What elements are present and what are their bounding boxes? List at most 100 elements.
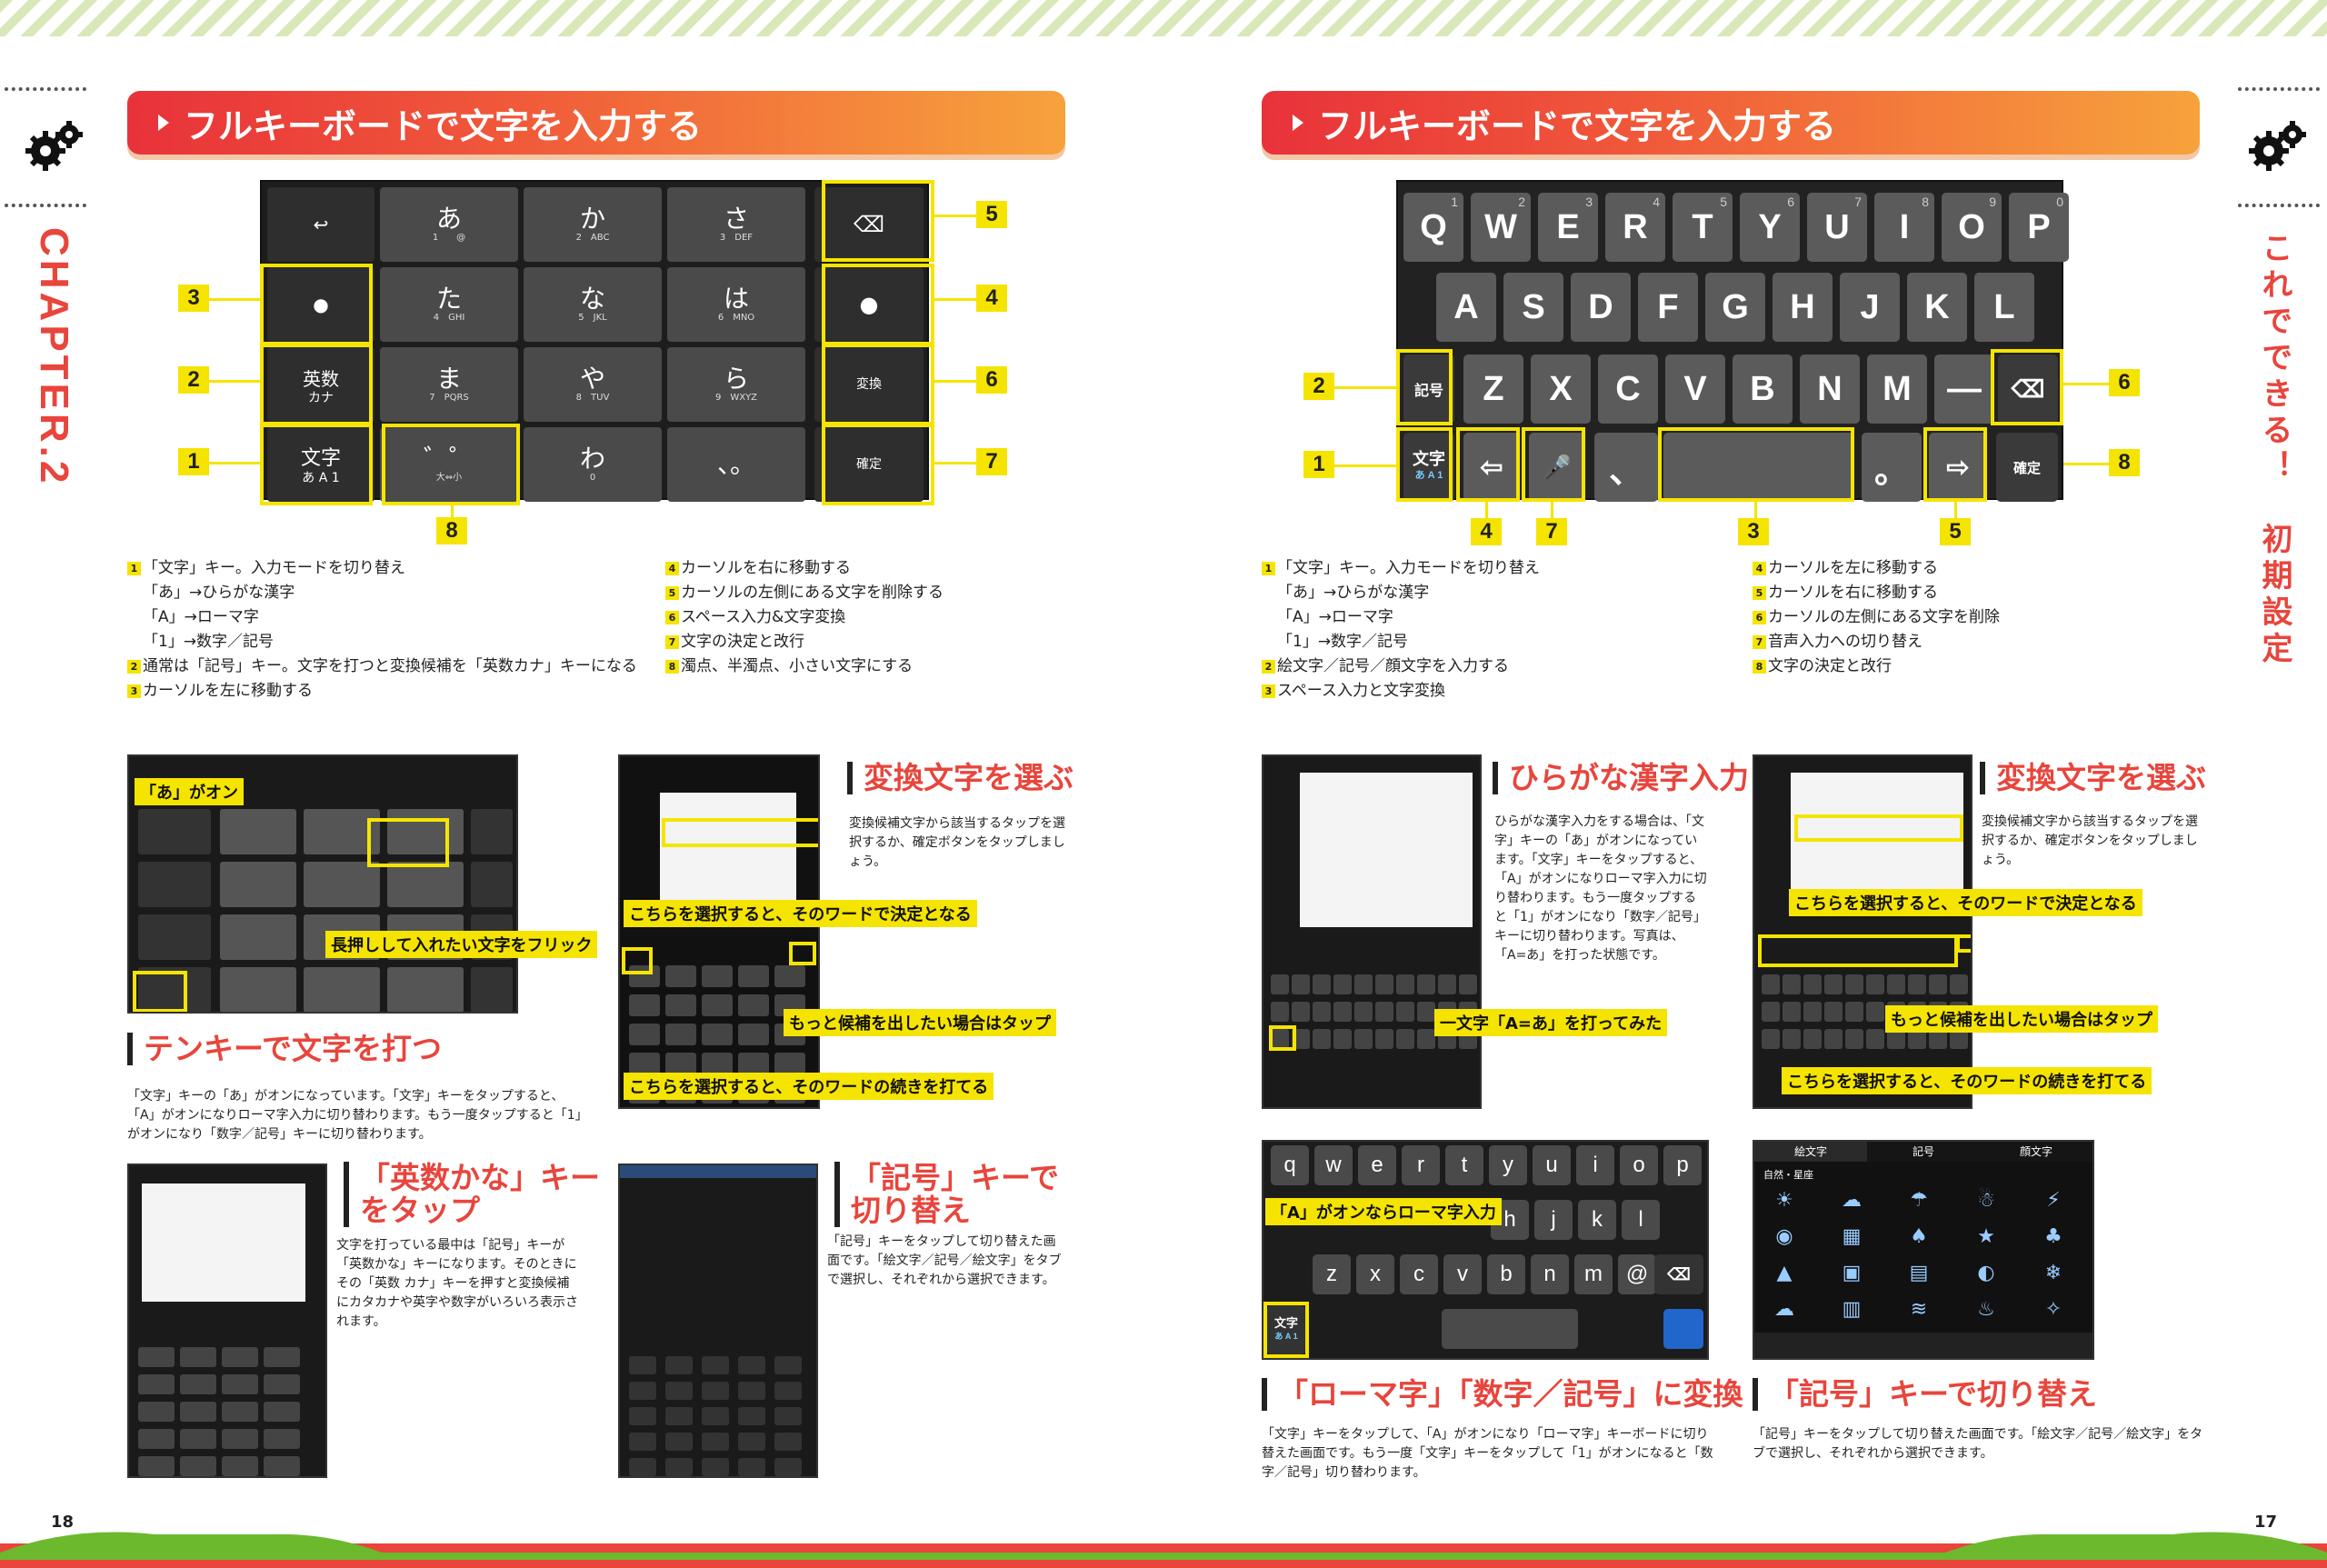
kigou-key[interactable]: 記号 xyxy=(1403,355,1454,424)
callout-number: 2 xyxy=(1303,373,1334,400)
tenkey-key[interactable]: 、。 xyxy=(667,427,805,502)
section-text: 文字を打っている最中は「記号」キーが「英数かな」キーになります。そのときにその「… xyxy=(336,1238,578,1329)
keyboard-key xyxy=(138,914,211,960)
tenkey-key[interactable]: ⌫ xyxy=(814,187,924,262)
tenkey-key[interactable]: 英数カナ xyxy=(267,347,375,422)
keyboard-key xyxy=(1438,974,1456,994)
keyboard-key xyxy=(774,1356,802,1374)
tenkey-key[interactable]: 文字あ A 1 xyxy=(267,427,375,502)
moji-key[interactable]: 文字あ A 1 xyxy=(1403,433,1454,502)
legend-item: 「1」→数字／記号 xyxy=(127,630,654,654)
qwerty-key[interactable]: M xyxy=(1867,355,1927,424)
connector-line xyxy=(1334,386,1396,389)
chapter-label: CHAPTER.2 xyxy=(32,227,76,487)
qwerty-key: v xyxy=(1443,1254,1482,1294)
space-key[interactable] xyxy=(1663,433,1854,502)
keyboard-key xyxy=(1354,974,1373,994)
qwerty-key[interactable]: F xyxy=(1638,273,1698,342)
screenshot-emoji: 絵文字記号顔文字自然・星座☀☁☂☃⚡◉▦♠★♣▲▣▤◐❄☁▥≋♨✧ xyxy=(1753,1140,2094,1360)
period-key[interactable]: 。 xyxy=(1862,433,1922,502)
key-label: 変換 xyxy=(856,377,882,392)
qwerty-key[interactable]: C xyxy=(1598,355,1658,424)
qwerty-key[interactable]: A xyxy=(1436,273,1496,342)
qwerty-key[interactable]: J xyxy=(1840,273,1900,342)
enter-key xyxy=(1663,1309,1703,1349)
keyboard-key xyxy=(774,1458,802,1476)
qwerty-key[interactable]: G xyxy=(1705,273,1765,342)
tenkey-key[interactable]: ↩ xyxy=(267,187,375,262)
key-sublabel: 5 JKL xyxy=(578,313,607,323)
qwerty-key[interactable]: S xyxy=(1503,273,1563,342)
gear-icon xyxy=(20,116,85,178)
mic-icon[interactable]: 🎤 xyxy=(1529,433,1585,502)
qwerty-key[interactable]: — xyxy=(1934,355,1994,424)
left-arrow-key[interactable]: ⇦ xyxy=(1463,433,1520,502)
qwerty-key: m xyxy=(1574,1254,1613,1294)
qwerty-key[interactable]: H xyxy=(1773,273,1833,342)
keyboard-key xyxy=(629,1433,656,1451)
qwerty-key[interactable]: D xyxy=(1571,273,1631,342)
qwerty-key[interactable]: Z xyxy=(1463,355,1523,424)
qwerty-key[interactable]: N xyxy=(1800,355,1860,424)
connector-line xyxy=(1954,502,1957,518)
keyboard-key xyxy=(138,1456,175,1476)
keyboard-key xyxy=(629,965,660,987)
right-arrow-key[interactable]: ⇨ xyxy=(1929,433,1987,502)
legend-text: 「文字」キー。入力モードを切り替え xyxy=(1277,559,1540,577)
screenshot-kigou xyxy=(618,1164,818,1478)
tenkey-key[interactable]: ゛゜大⇔小 xyxy=(380,427,518,502)
tenkey-key[interactable]: 変換 xyxy=(814,347,924,422)
key-number: 7 xyxy=(1854,195,1862,209)
keyboard-key xyxy=(1333,1002,1352,1022)
key-number: 3 xyxy=(1585,195,1593,209)
qwerty-key[interactable]: K xyxy=(1907,273,1967,342)
keyboard-key xyxy=(1950,1029,1968,1049)
number-badge: 8 xyxy=(665,660,679,674)
keyboard-key xyxy=(702,1356,729,1374)
tenkey-key[interactable]: ● xyxy=(267,267,375,342)
keyboard-key xyxy=(1292,1002,1310,1022)
backspace-key[interactable]: ⌫ xyxy=(1998,355,2058,424)
qwerty-key[interactable]: X xyxy=(1531,355,1591,424)
number-badge: 2 xyxy=(127,660,141,674)
qwerty-key: q xyxy=(1271,1145,1309,1185)
enter-key[interactable]: 確定 xyxy=(1996,433,2058,502)
keyboard-key xyxy=(222,1374,258,1394)
legend-text: カーソルを右に移動する xyxy=(1768,584,1938,602)
tenkey-key[interactable]: ● xyxy=(814,267,924,342)
callout-number: 7 xyxy=(976,448,1007,475)
keyboard-key xyxy=(387,862,464,907)
qwerty-key[interactable]: V xyxy=(1665,355,1725,424)
tenkey-key[interactable]: 確定 xyxy=(814,427,924,502)
qwerty-key[interactable]: L xyxy=(1974,273,2034,342)
comma-key[interactable]: 、 xyxy=(1594,433,1658,502)
qwerty-key[interactable]: B xyxy=(1733,355,1793,424)
key-sublabel: カナ xyxy=(308,391,334,405)
callout-tag: こちらを選択すると、そのワードで決定となる xyxy=(1789,889,2142,916)
connector-line xyxy=(209,298,260,301)
